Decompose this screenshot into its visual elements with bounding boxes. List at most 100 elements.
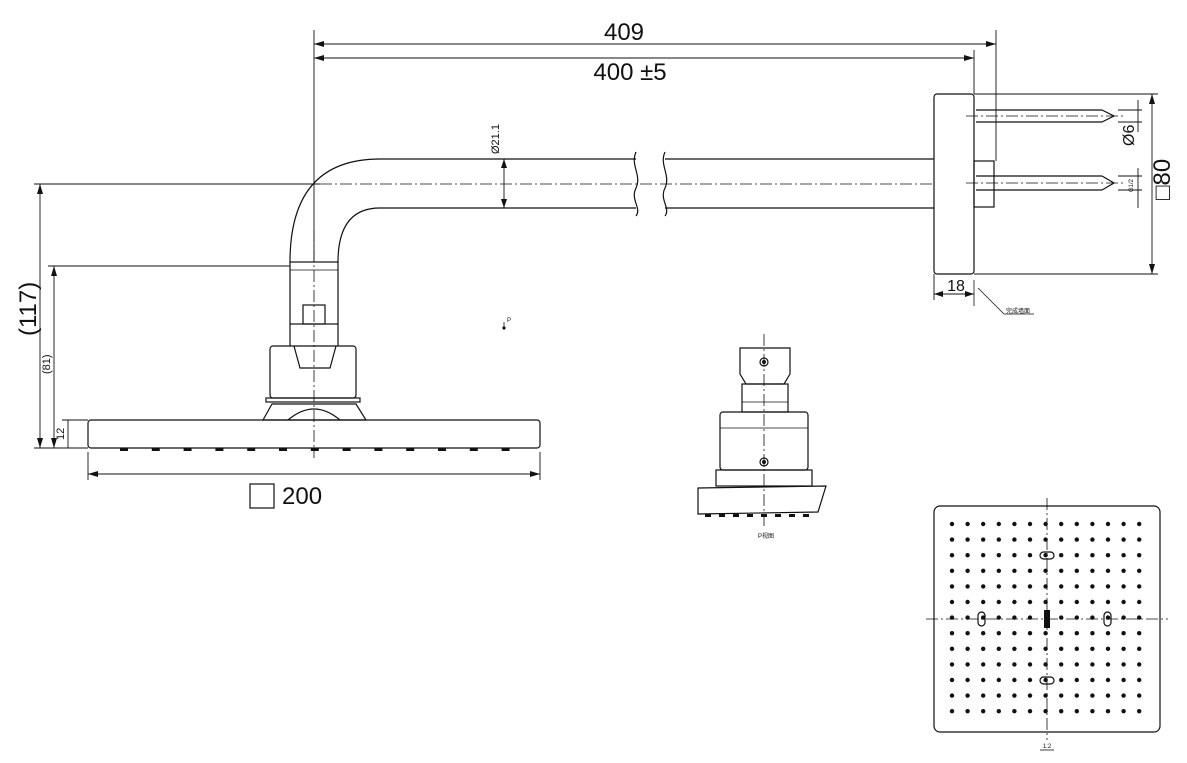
nozzle-stub [310, 448, 319, 451]
wall-flange [933, 93, 1124, 306]
dim-thread: G1/2 [1129, 178, 1135, 192]
nozzle-dot [1043, 662, 1048, 667]
nozzle-stub [761, 514, 767, 517]
nozzle-dot [1027, 599, 1033, 605]
nozzle-dot [1027, 568, 1033, 573]
nozzle-dot [1137, 553, 1142, 558]
nozzle-dot [1027, 631, 1033, 636]
nozzle-stub [733, 514, 739, 517]
nozzle-dot [949, 662, 955, 667]
nozzle-dot [1012, 521, 1017, 527]
dimension-lines [34, 30, 1158, 509]
nozzle-dot [1121, 568, 1126, 573]
dim-flange-size: □80 [1149, 159, 1176, 200]
bottom-view: 1:2 [926, 498, 1168, 751]
nozzle-dot [1090, 584, 1095, 589]
nozzle-dot [981, 615, 986, 620]
nozzle-dot [981, 568, 986, 573]
nozzle-dot [949, 646, 955, 651]
nozzle-dot [981, 537, 986, 542]
nozzle-dot [1090, 521, 1095, 527]
nozzle-stub [501, 448, 510, 451]
nozzle-dot [1059, 646, 1064, 651]
nozzle-dot [1043, 709, 1048, 714]
nozzle-dot [1012, 568, 1017, 573]
nozzle-dot [1090, 646, 1095, 651]
nozzle-dot [1012, 599, 1017, 605]
nozzle-dot [996, 553, 1001, 558]
wall-note: 完成墙面 [1006, 307, 1030, 315]
nozzle-dot [1059, 537, 1064, 542]
dim-arm-length: 400 ±5 [593, 59, 666, 86]
nozzle-dot [949, 521, 955, 527]
nozzle-dot [981, 521, 986, 527]
nozzle-dot [965, 709, 970, 714]
nozzle-stub [438, 448, 446, 451]
nozzle-dot [1121, 709, 1126, 714]
nozzle-dot [1090, 599, 1095, 605]
scale-label: 1:2 [1043, 744, 1052, 750]
shower-head-side [87, 230, 541, 458]
nozzle-dot [1059, 693, 1064, 698]
nozzle-dot [996, 615, 1001, 620]
nozzle-dot [949, 693, 955, 698]
nozzle-dot [1027, 521, 1033, 527]
nozzle-dot [965, 553, 970, 558]
nozzle-dot [1027, 646, 1033, 651]
nozzle-dot [1121, 521, 1126, 527]
nozzle-dot [965, 693, 970, 698]
nozzle-stub [775, 514, 781, 517]
nozzle-dot [965, 568, 970, 573]
nozzle-dot [996, 537, 1001, 542]
nozzle-dot [1121, 693, 1126, 698]
dimension-texts: 409 400 ±5 Ø21.1 Ø6 G1/2 □80 18 完成墙面 (11… [15, 19, 1176, 510]
nozzle-dot [1059, 599, 1064, 605]
nozzle-dot [1121, 553, 1126, 558]
nozzle-dot [1121, 599, 1126, 605]
nozzle-dot [1105, 537, 1111, 542]
nozzle-dot [949, 537, 955, 542]
nozzle-dot [996, 709, 1001, 714]
nozzle-dot [981, 677, 986, 683]
mount-slot [1103, 611, 1112, 627]
nozzle-dot [1121, 584, 1126, 589]
nozzle-dot [949, 677, 955, 683]
nozzle-dot [1012, 693, 1017, 698]
nozzle-dot [965, 662, 970, 667]
nozzle-dot [949, 615, 955, 620]
nozzle-row [120, 448, 510, 451]
nozzle-dot [1027, 553, 1033, 558]
nozzle-dot [1137, 521, 1142, 527]
mount-slot [1039, 551, 1055, 560]
nozzle-dot [1027, 677, 1033, 683]
nozzle-stub [406, 448, 415, 451]
nozzle-dot [965, 646, 970, 651]
nozzle-dot [1121, 631, 1126, 636]
nozzle-dot [1105, 646, 1111, 651]
nozzle-dot [1105, 521, 1111, 527]
center-screw [1044, 610, 1050, 628]
nozzle-dot [949, 568, 955, 573]
mount-slot [1039, 676, 1055, 685]
nozzle-dot [1012, 584, 1017, 589]
nozzle-dot [1090, 662, 1095, 667]
nozzle-dot [1059, 553, 1064, 558]
nozzle-dot [1059, 521, 1064, 527]
nozzle-dot [1074, 599, 1080, 605]
nozzle-dot [1027, 693, 1033, 698]
nozzle-stub [342, 448, 351, 451]
nozzle-dot [1121, 677, 1126, 683]
nozzle-dot [996, 646, 1001, 651]
nozzle-dot [1059, 677, 1064, 683]
nozzle-dot [1090, 693, 1095, 698]
nozzle-dot [1043, 646, 1048, 651]
nozzle-dot [1074, 662, 1080, 667]
nozzle-dot [996, 521, 1001, 527]
nozzle-dot [1074, 631, 1080, 636]
nozzle-dot [996, 693, 1001, 698]
nozzle-dot [1027, 584, 1033, 589]
nozzle-dot [965, 677, 970, 683]
nozzle-dot [1105, 662, 1111, 667]
nozzle-dot [1121, 615, 1126, 620]
nozzle-dot [1043, 568, 1048, 573]
